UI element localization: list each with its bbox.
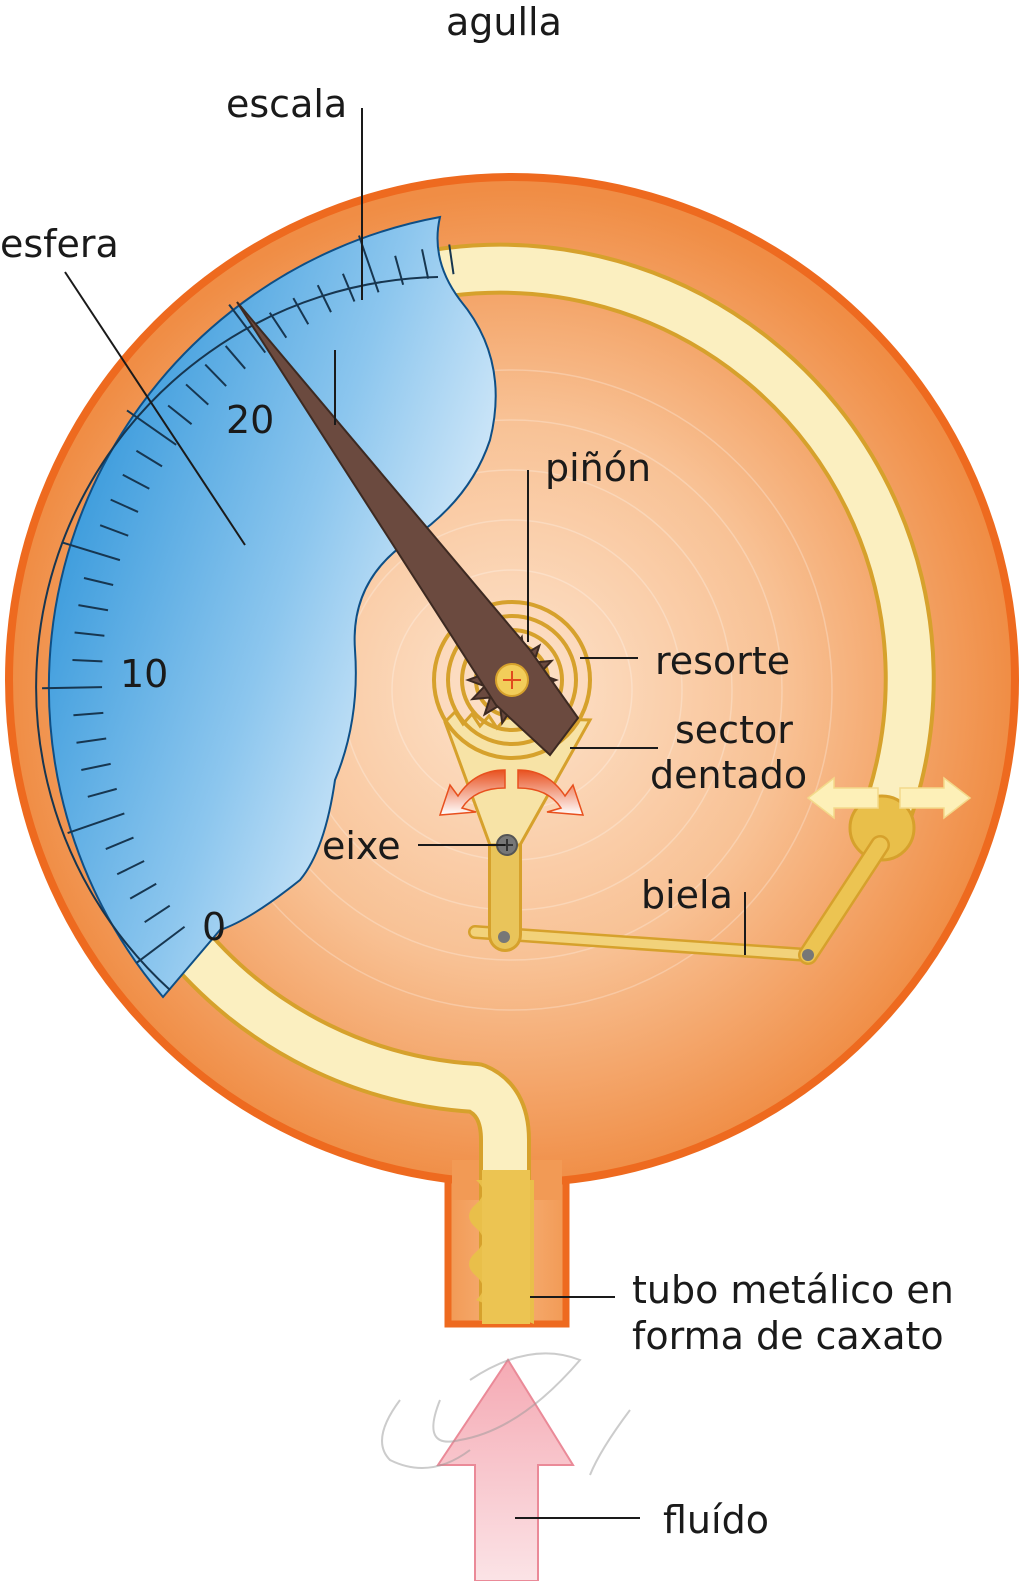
label-tube-line2: forma de caxato <box>632 1314 944 1358</box>
scale-number-10: 10 <box>120 652 169 696</box>
minor-tick <box>167 404 193 425</box>
minor-tick <box>316 284 332 313</box>
minor-tick <box>76 737 107 744</box>
minor-tick <box>448 244 455 275</box>
expansion-arrows <box>806 776 972 820</box>
label-spring: resorte <box>655 639 791 683</box>
minor-tick <box>129 882 157 900</box>
minor-tick <box>73 711 104 717</box>
minor-tick <box>268 312 288 339</box>
label-sector-line2: dentado <box>650 753 808 797</box>
fluid-arrow <box>436 1358 575 1581</box>
minor-tick <box>99 524 129 537</box>
rotation-arrows <box>438 769 585 816</box>
major-tick <box>62 541 121 562</box>
scale-number-0: 0 <box>202 905 227 949</box>
scale-arc <box>35 276 439 991</box>
minor-tick <box>83 577 114 586</box>
minor-tick <box>72 659 103 663</box>
minor-tick <box>224 345 246 370</box>
needle <box>236 301 580 757</box>
major-tick <box>42 686 103 690</box>
minor-tick <box>185 383 209 406</box>
major-tick <box>136 925 186 964</box>
label-scale: escala <box>226 82 348 126</box>
major-tick <box>67 812 125 834</box>
minor-tick <box>421 249 430 279</box>
major-tick <box>126 409 177 446</box>
watermark <box>381 1352 631 1476</box>
label-needle: agulla <box>446 0 562 44</box>
minor-tick <box>204 363 227 387</box>
minor-tick <box>81 762 111 771</box>
label-tube-line1: tubo metálico en <box>632 1268 954 1312</box>
label-dial: esfera <box>0 222 119 266</box>
minor-tick <box>78 604 109 612</box>
label-sector-line1: sector <box>675 708 793 752</box>
label-pinion: piñón <box>545 446 652 490</box>
dial-face <box>35 215 497 999</box>
minor-tick <box>74 631 105 637</box>
label-axis: eixe <box>322 824 401 868</box>
minor-tick <box>116 860 145 876</box>
minor-tick <box>144 904 171 924</box>
minor-tick <box>135 449 163 468</box>
minor-tick <box>122 473 150 490</box>
scale-number-20: 20 <box>226 398 275 442</box>
minor-tick <box>87 787 117 798</box>
minor-tick <box>110 498 139 513</box>
label-fluid: fluído <box>663 1498 769 1542</box>
leader-lines <box>64 108 746 1519</box>
minor-tick <box>105 836 134 851</box>
rod-screw <box>498 931 510 943</box>
label-connecting-rod: biela <box>641 873 733 917</box>
minor-tick <box>292 297 310 325</box>
